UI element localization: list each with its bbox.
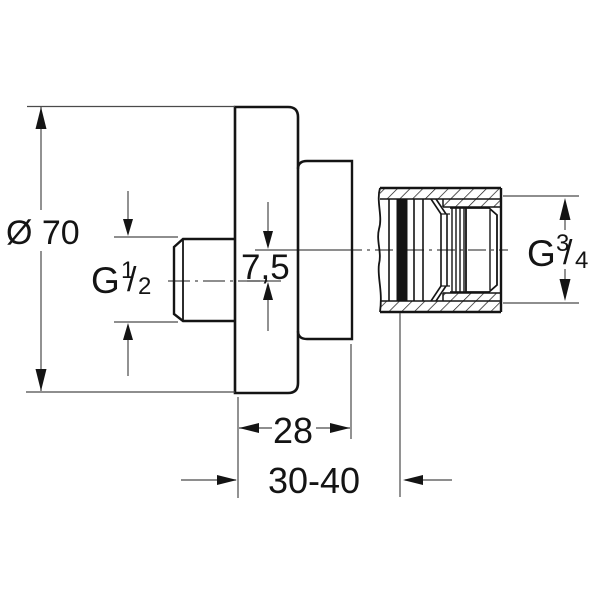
flange-diameter-label: Ø 70 bbox=[6, 214, 80, 252]
inlet-stub-g12 bbox=[172, 237, 235, 323]
svg-text:/: / bbox=[563, 234, 573, 272]
center-offset-label: 7,5 bbox=[241, 248, 290, 287]
arrow-up-icon bbox=[123, 323, 133, 340]
hatch-strip-top-right bbox=[443, 199, 501, 207]
dimension-left-thread bbox=[114, 191, 178, 376]
arrow-left-icon bbox=[239, 423, 259, 433]
union-body-section bbox=[377, 186, 503, 314]
stub-outline bbox=[172, 237, 235, 323]
hatch-band-top bbox=[380, 188, 501, 199]
arrow-up-icon bbox=[35, 107, 47, 129]
arrow-down-icon bbox=[559, 279, 571, 301]
svg-text:3: 3 bbox=[556, 230, 569, 257]
svg-text:/: / bbox=[127, 261, 137, 299]
svg-text:1: 1 bbox=[121, 257, 134, 284]
arrow-up-icon bbox=[263, 282, 273, 300]
thread-grooves bbox=[450, 207, 466, 293]
arrow-up-icon bbox=[559, 198, 571, 220]
svg-text:4: 4 bbox=[575, 247, 588, 274]
wall-range-label: 30-40 bbox=[268, 460, 360, 501]
arrow-down-icon bbox=[35, 369, 47, 391]
flange-escutcheon bbox=[233, 105, 300, 395]
dimension-labels: Ø 70 G 1 / 2 7,5 G 3 / 4 28 30-40 bbox=[6, 214, 588, 501]
break-line-wavy-edge bbox=[377, 187, 382, 313]
hatch-band-bottom bbox=[380, 301, 501, 312]
hatch-strip-bottom-right bbox=[443, 293, 501, 301]
seal-ring-section bbox=[396, 199, 408, 301]
arrow-right-icon bbox=[217, 475, 237, 485]
internal-edges bbox=[388, 198, 450, 302]
dimension-wall-range bbox=[181, 313, 452, 497]
dimension-body-depth bbox=[237, 344, 352, 498]
arrow-left-icon bbox=[403, 475, 423, 485]
svg-text:2: 2 bbox=[138, 273, 151, 300]
left-thread-label: G 1 / 2 bbox=[91, 257, 151, 301]
dimension-flange-diameter bbox=[26, 105, 235, 393]
arrow-right-icon bbox=[330, 423, 350, 433]
dimension-center-offset bbox=[247, 202, 281, 331]
arrow-down-icon bbox=[263, 231, 273, 249]
end-spigot bbox=[465, 207, 498, 293]
svg-text:G: G bbox=[91, 260, 120, 301]
body-depth-label: 28 bbox=[273, 410, 313, 451]
step-cylinder bbox=[296, 159, 354, 341]
arrow-down-icon bbox=[123, 219, 133, 236]
centerlines bbox=[168, 249, 508, 282]
svg-text:G: G bbox=[527, 233, 556, 274]
dimension-right-thread bbox=[503, 195, 579, 304]
right-thread-label: G 3 / 4 bbox=[527, 230, 588, 274]
